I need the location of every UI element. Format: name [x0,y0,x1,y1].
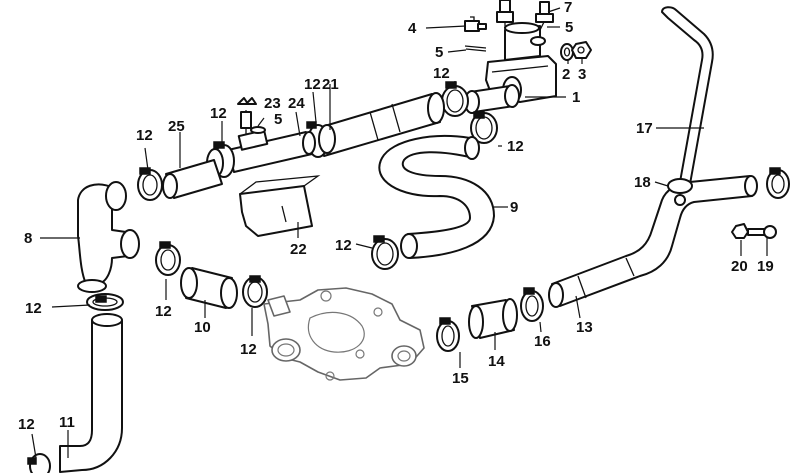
callout-7: 7 [564,0,572,16]
pipe-fitting-24[interactable] [227,129,316,173]
callout-12-b: 12 [507,138,524,155]
callout-14: 14 [488,353,505,370]
curved-hose-9[interactable] [378,135,495,259]
pipe-17[interactable] [661,6,714,185]
elbow-housing-8[interactable] [77,181,140,293]
callout-5-a: 5 [565,19,573,36]
seal-ring-5[interactable] [464,36,546,52]
temperature-switch-23[interactable] [237,97,257,134]
hose-clamp[interactable] [86,293,124,311]
callout-12-a: 12 [433,65,450,82]
nut-3[interactable] [571,41,592,59]
hose-clamp[interactable] [137,167,163,201]
hose-clamp[interactable] [155,241,181,276]
callout-12-c: 12 [304,76,321,93]
gasket-2[interactable] [560,43,574,61]
callout-23: 23 [264,95,281,112]
callout-8: 8 [24,230,32,247]
hose-clamp[interactable] [470,111,498,144]
callout-12-d: 12 [210,105,227,122]
callout-17: 17 [636,120,653,137]
bolt-19[interactable] [747,225,777,239]
sender-switch-7[interactable] [535,1,554,31]
callout-10: 10 [194,319,211,336]
hose-13[interactable] [548,175,758,308]
callout-3: 3 [578,66,586,83]
callout-12-e: 12 [136,127,153,144]
callout-16: 16 [534,333,551,350]
hose-clamp[interactable] [520,287,544,322]
callout-1: 1 [572,89,580,106]
callout-15: 15 [452,370,469,387]
callout-4: 4 [408,20,417,37]
hose-25[interactable] [162,159,223,199]
water-pump [263,287,425,381]
leader-lines [31,7,768,459]
nut-20[interactable] [731,223,749,239]
callout-13: 13 [576,319,593,336]
callout-22: 22 [290,241,307,258]
callout-5-c: 5 [274,111,282,128]
callout-12-g: 12 [155,303,172,320]
hose-clamp[interactable] [306,121,336,158]
callout-12-h: 12 [240,341,257,358]
hose-clamp[interactable] [371,235,399,270]
callout-20: 20 [731,258,748,275]
callout-21: 21 [322,76,339,93]
callout-12-f: 12 [335,237,352,254]
callout-11: 11 [59,414,75,431]
hose-clamp[interactable] [242,275,268,308]
hose-sleeve-10[interactable] [180,267,238,309]
hose-clamp[interactable] [27,453,51,473]
hose-clamp[interactable] [441,81,469,117]
callout-5-b: 5 [435,44,443,61]
callout-18: 18 [634,174,651,191]
callout-9: 9 [510,199,518,216]
callout-25: 25 [168,118,185,135]
callout-12-i: 12 [25,300,42,317]
hose-clamp[interactable] [766,167,790,199]
callout-24: 24 [288,95,305,112]
callout-19: 19 [757,258,774,275]
hose-connector[interactable] [464,84,520,114]
seal-ring-5-upper[interactable] [250,126,266,134]
callout-2: 2 [562,66,570,83]
heat-shield-22[interactable] [239,175,321,237]
hose-sleeve-14[interactable] [468,298,518,339]
callout-labels: 1 2 3 4 5 5 5 7 8 9 10 11 12 12 12 12 12… [18,0,774,433]
hose-clamp[interactable] [436,317,460,352]
lower-hose-11[interactable] [59,313,123,473]
temp-switch-4[interactable] [464,16,487,32]
temperature-sender[interactable] [496,0,514,28]
callout-12-j: 12 [18,416,35,433]
